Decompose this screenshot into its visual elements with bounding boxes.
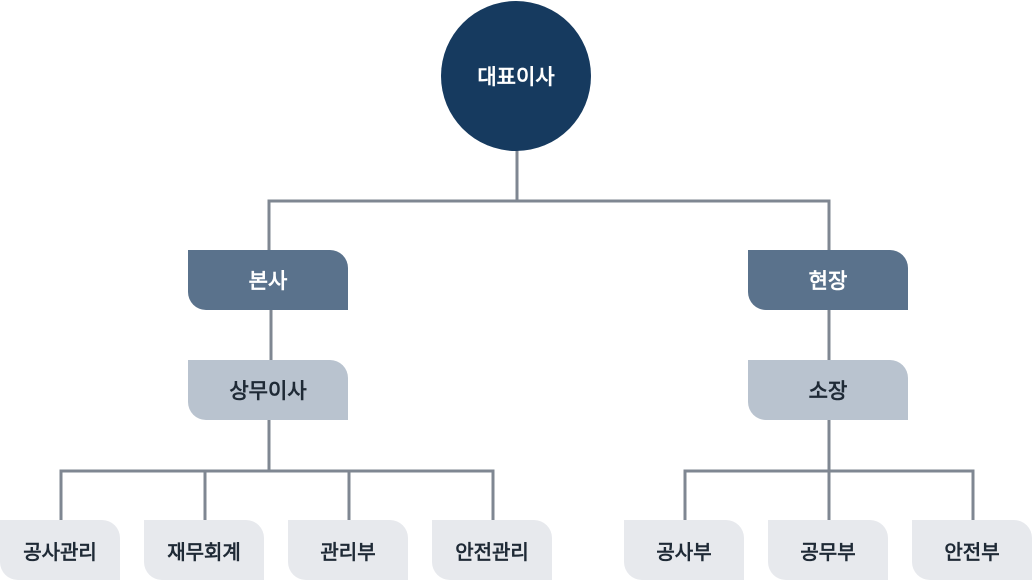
ceo-label: 대표이사 — [477, 65, 555, 89]
dept-label: 공사관리 — [23, 539, 97, 564]
headquarters-node: 본사 — [188, 250, 348, 310]
headquarters-label: 본사 — [248, 269, 288, 293]
dept-node-safety: 안전부 — [912, 520, 1032, 580]
dept-node-construction-management: 공사관리 — [0, 520, 120, 580]
dept-node-administration: 관리부 — [288, 520, 408, 580]
dept-label: 관리부 — [320, 539, 376, 564]
site-manager-node: 소장 — [748, 360, 908, 420]
site-node: 현장 — [748, 250, 908, 310]
dept-label: 재무회계 — [167, 539, 241, 564]
dept-node-engineering-affairs: 공무부 — [768, 520, 888, 580]
dept-label: 공사부 — [656, 539, 712, 564]
ceo-node: 대표이사 — [441, 1, 591, 151]
dept-label: 공무부 — [800, 539, 856, 564]
dept-node-construction: 공사부 — [624, 520, 744, 580]
managing-director-label: 상무이사 — [229, 379, 307, 403]
site-manager-label: 소장 — [808, 379, 848, 403]
dept-node-safety-management: 안전관리 — [432, 520, 552, 580]
dept-label: 안전관리 — [455, 539, 529, 564]
managing-director-node: 상무이사 — [188, 360, 348, 420]
site-label: 현장 — [808, 269, 848, 293]
dept-label: 안전부 — [944, 539, 1000, 564]
dept-node-finance-accounting: 재무회계 — [144, 520, 264, 580]
